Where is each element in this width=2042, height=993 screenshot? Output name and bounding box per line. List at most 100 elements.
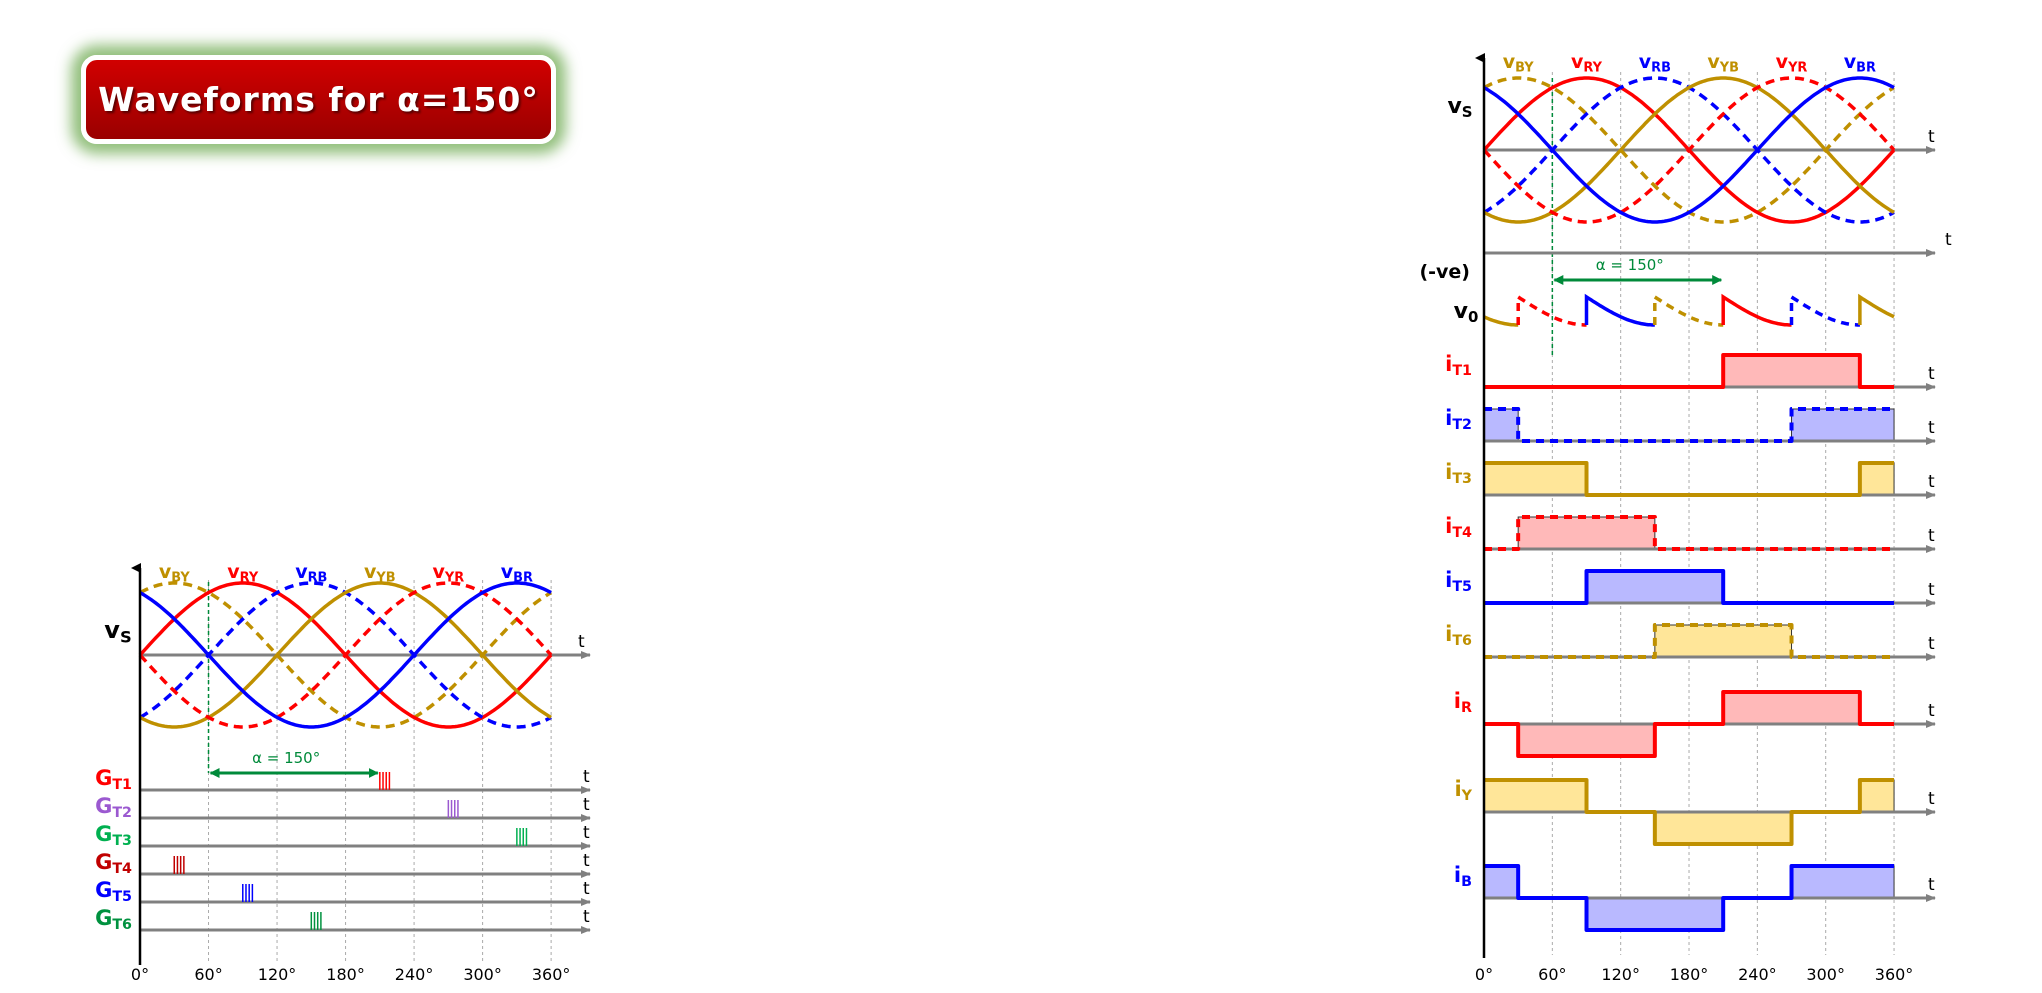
- current-label-r-main: i: [1454, 689, 1461, 713]
- left-phase-label-ry: vRY: [227, 561, 259, 585]
- current-fill-t1: [1722, 354, 1861, 388]
- current-label-t2-sub: T2: [1452, 417, 1472, 433]
- gate-label-t3: GT3: [95, 822, 132, 849]
- left-phase-label-yb-sub: YB: [375, 570, 395, 585]
- left-gate-axis-t3-t-label: t: [583, 823, 590, 843]
- left-phase-label-by-main: v: [159, 561, 172, 583]
- left-phase-label-br: vBR: [501, 561, 533, 585]
- current-fill-b: [1483, 865, 1519, 899]
- current-label-t6: iT6: [1445, 622, 1472, 649]
- right-phase-label-br: vBR: [1844, 51, 1876, 75]
- right-tick-6: 360°: [1875, 965, 1914, 984]
- right-phase-label-br-sub: BR: [1856, 60, 1876, 75]
- left-phase-label-rb-main: v: [295, 561, 308, 583]
- v0-label-sub: 0: [1468, 308, 1478, 326]
- right-phase-label-yb-sub: YB: [1719, 60, 1739, 75]
- left-gate-axis-t5-t-label: t: [583, 879, 590, 899]
- current-axis-t6-t-label: t: [1928, 634, 1935, 654]
- gate-label-t3-main: G: [95, 822, 112, 846]
- current-fill-y: [1859, 779, 1895, 813]
- neg-label: (-ve): [1419, 261, 1470, 283]
- current-fill-t6: [1654, 624, 1793, 658]
- current-axis-b-t-label: t: [1928, 875, 1935, 895]
- current-axis-t1-t-label: t: [1928, 364, 1935, 384]
- right-phase-label-yr-main: v: [1776, 51, 1789, 73]
- current-axis-t5-t-label: t: [1928, 580, 1935, 600]
- current-fill-t2: [1791, 408, 1895, 442]
- current-label-b-sub: B: [1461, 874, 1472, 890]
- current-label-t3-sub: T3: [1452, 471, 1472, 487]
- page-title: Waveforms for α=150°: [98, 80, 539, 119]
- current-axis-r-t-label: t: [1928, 701, 1935, 721]
- current-axis-t3-t-label: t: [1928, 472, 1935, 492]
- current-label-t5-sub: T5: [1452, 579, 1472, 595]
- right-phase-label-ry-main: v: [1571, 51, 1584, 73]
- right-phase-label-yr-sub: YR: [1787, 60, 1807, 75]
- current-label-t4-sub: T4: [1452, 525, 1472, 541]
- gate-label-t2-main: G: [95, 794, 112, 818]
- right-phase-label-by-sub: BY: [1515, 60, 1534, 75]
- right-phase-label-by: vBY: [1503, 51, 1535, 75]
- left-vs-axis-t-label: t: [578, 632, 585, 652]
- gate-label-t1-main: G: [95, 766, 112, 790]
- title-banner: Waveforms for α=150°: [81, 55, 556, 144]
- gate-label-t6: GT6: [95, 906, 132, 933]
- left-phase-label-by: vBY: [159, 561, 191, 585]
- gate-label-t2: GT2: [95, 794, 132, 821]
- v0-piece-1: [1516, 293, 1587, 327]
- right-vs-label: vS: [1447, 94, 1472, 121]
- current-wave-t1: [1484, 353, 1895, 389]
- left-alpha-label: α = 150°: [252, 749, 320, 767]
- left-vs-label: vS: [104, 616, 131, 646]
- left-phase-label-rb-sub: RB: [308, 570, 328, 585]
- v0-piece-0: [1483, 315, 1519, 327]
- right-phase-label-rb: vRB: [1639, 51, 1671, 75]
- current-axis-t2-t-label: t: [1928, 418, 1935, 438]
- v0-label-main: v: [1454, 299, 1469, 324]
- current-label-t5-main: i: [1445, 568, 1452, 592]
- left-phase-label-ry-main: v: [227, 561, 240, 583]
- right-vs-axis-t-label: t: [1928, 127, 1935, 147]
- gate-label-t6-main: G: [95, 906, 112, 930]
- gate-label-t4-sub: T4: [112, 861, 132, 877]
- right-phase-label-rb-sub: RB: [1651, 60, 1671, 75]
- current-fill-y: [1483, 779, 1588, 813]
- current-label-t6-sub: T6: [1452, 633, 1472, 649]
- right-phase-label-br-main: v: [1844, 51, 1857, 73]
- gate-label-t4-main: G: [95, 850, 112, 874]
- current-label-y-main: i: [1454, 777, 1461, 801]
- left-phase-label-by-sub: BY: [171, 570, 190, 585]
- left-tick-4: 240°: [395, 965, 434, 984]
- gate-label-t1-sub: T1: [112, 777, 132, 793]
- current-axis-t4-t-label: t: [1928, 526, 1935, 546]
- v0-piece-3: [1653, 293, 1724, 327]
- right-tick-4: 240°: [1738, 965, 1777, 984]
- current-fill-b: [1791, 865, 1895, 899]
- right-phase-label-by-main: v: [1503, 51, 1516, 73]
- left-tick-2: 120°: [258, 965, 297, 984]
- current-wave-t6: [1484, 623, 1895, 659]
- left-phase-label-br-sub: BR: [513, 570, 533, 585]
- current-label-t3-main: i: [1445, 460, 1452, 484]
- v0-label: v0: [1454, 299, 1479, 326]
- left-phase-label-yr: vYR: [432, 561, 464, 585]
- right-alpha-label: α = 150°: [1596, 256, 1664, 274]
- left-vs-label-main: v: [104, 616, 120, 644]
- current-wave-y: [1484, 778, 1895, 846]
- gate-label-t2-sub: T2: [112, 805, 132, 821]
- left-tick-1: 60°: [194, 965, 222, 984]
- left-tick-3: 180°: [326, 965, 365, 984]
- v0-piece-2: [1584, 293, 1655, 327]
- gate-label-t5-main: G: [95, 878, 112, 902]
- left-phase-label-br-main: v: [501, 561, 514, 583]
- right-phase-label-rb-main: v: [1639, 51, 1652, 73]
- right-phase-label-ry: vRY: [1571, 51, 1603, 75]
- current-label-y: iY: [1454, 777, 1472, 804]
- left-tick-5: 300°: [463, 965, 502, 984]
- gate-label-t4: GT4: [95, 850, 132, 877]
- current-wave-r: [1484, 690, 1895, 758]
- current-label-t3: iT3: [1445, 460, 1472, 487]
- left-phase-label-yr-sub: YR: [444, 570, 464, 585]
- current-label-t1: iT1: [1445, 352, 1472, 379]
